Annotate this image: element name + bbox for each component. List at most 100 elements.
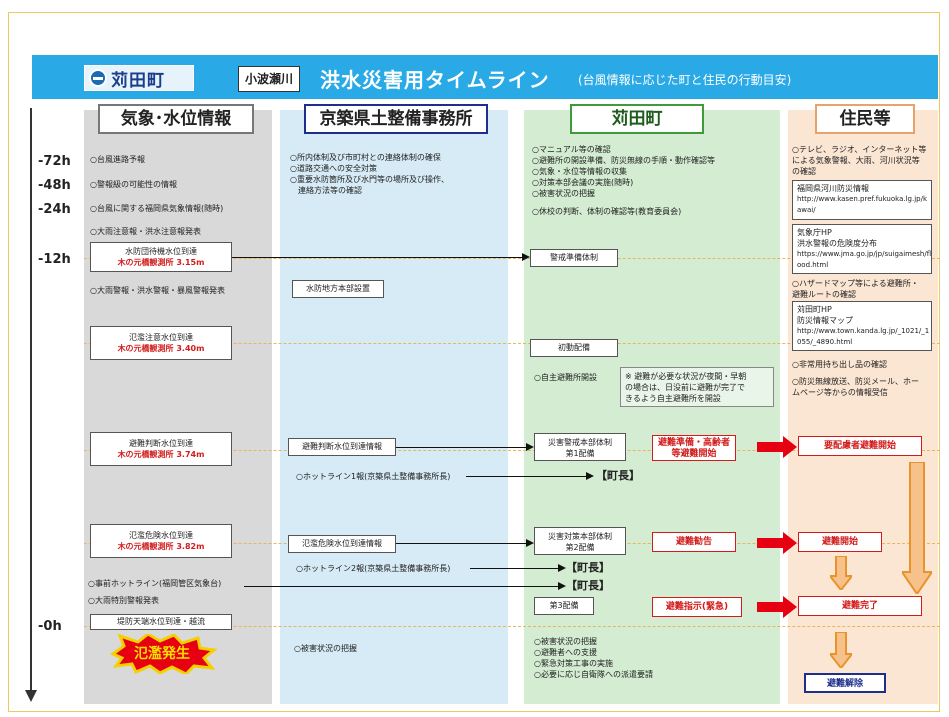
link-url[interactable]: 055/_4890.html — [797, 338, 853, 346]
evacuation-advisory-box: 避難勧告 — [652, 532, 736, 552]
vulnerable-evacuation-box: 要配慮者避難開始 — [798, 436, 922, 456]
column-header-town: 苅田町 — [570, 104, 704, 134]
town-item: ○避難所の開設準備、防災無線の手順・動作確認等 — [532, 156, 715, 165]
hotline-item: ○ホットライン2報(京築県土整備事務所長) — [296, 564, 451, 573]
note-line: きるよう自主避難所を開設 — [625, 394, 721, 403]
danger-level-info-box: 氾濫危険水位到達情報 — [288, 535, 396, 553]
link-title: 福岡県河川防災情報 — [797, 184, 869, 193]
logo-text: 苅田町 — [111, 70, 165, 91]
column-prefecture — [280, 110, 508, 704]
town-item: ○被害状況の把握 — [534, 637, 597, 646]
level-label: 氾濫危険水位到達 — [129, 531, 193, 540]
column-header-prefecture: 京築県土整備事務所 — [304, 104, 488, 134]
mayor-label: 【町長】 — [596, 469, 640, 482]
column-header-weather: 気象･水位情報 — [98, 104, 254, 134]
town-item: ○必要に応じ自衛隊への派遣要請 — [534, 670, 653, 679]
level-box-evacuation-judgment: 避難判断水位到達 木の元橋観測所 3.74m — [90, 432, 232, 466]
prefecture-river-link-box: 福岡県河川防災情報 http://www.kasen.pref.fukuoka.… — [792, 180, 932, 220]
resident-item: の確認 — [792, 167, 816, 176]
town-item: ○緊急対策工事の実施 — [534, 659, 613, 668]
connector-line — [396, 447, 526, 448]
connector-line — [470, 568, 560, 569]
time-label: -12h — [38, 252, 71, 267]
evacuation-order-box: 避難指示(緊急) — [652, 597, 742, 617]
resident-item: による気象警報、大雨、河川状況等 — [792, 156, 920, 165]
level-value: 木の元橋観測所 3.40m — [117, 344, 205, 353]
connector-line — [244, 586, 560, 587]
arrow-right-icon — [526, 539, 534, 547]
time-label: -72h — [38, 154, 71, 169]
link-url[interactable]: https://www.jma.go.jp/jp/suigaimesh/fl — [797, 250, 932, 258]
evacuation-complete-box: 避難完了 — [798, 596, 922, 616]
connector-line — [232, 257, 522, 258]
prefecture-item: ○被害状況の把握 — [294, 644, 357, 653]
arrow-right-icon — [586, 472, 594, 480]
box-line: 災害警戒本部体制 — [548, 438, 612, 447]
resident-item: ○防災無線放送、防災メール、ホー — [792, 377, 919, 386]
initial-deploy-box: 初動配備 — [530, 339, 618, 357]
link-url[interactable]: http://www.kasen.pref.fukuoka.lg.jp/k — [797, 195, 928, 203]
weather-item: ○大雨注意報・洪水注意報発表 — [90, 227, 201, 236]
link-title: 気象庁HP — [797, 228, 832, 237]
box-line: 第2配備 — [565, 543, 595, 552]
town-item: ○対策本部会議の実施(随時) — [532, 178, 634, 187]
hotline-item: ○ホットライン1報(京築県土整備事務所長) — [296, 472, 451, 481]
town-item: ○被害状況の把握 — [532, 189, 595, 198]
link-url[interactable]: http://www.town.kanda.lg.jp/_1021/_1 — [797, 327, 930, 335]
town-item: ○マニュアル等の確認 — [532, 145, 611, 154]
row-divider — [84, 450, 940, 451]
arrow-right-icon — [558, 564, 566, 572]
outer-frame — [8, 12, 940, 712]
page-title: 洪水災害用タイムライン — [320, 68, 550, 92]
flood-HQ-box: 水防地方本部設置 — [292, 280, 384, 298]
red-arrow-icon — [757, 436, 797, 458]
timeline-arrow-icon — [25, 690, 37, 702]
jma-link-box: 気象庁HP 洪水警報の危険度分布 https://www.jma.go.jp/j… — [792, 224, 932, 274]
row-divider — [84, 343, 940, 344]
timeline-axis — [30, 108, 32, 698]
resident-item: 避難ルートの確認 — [792, 290, 856, 299]
box-line: 第1配備 — [565, 449, 595, 458]
evacuation-cancel-box: 避難解除 — [804, 673, 886, 693]
level-box-caution: 氾濫注意水位到達 木の元橋観測所 3.40m — [90, 326, 232, 360]
evacuation-level-info-box: 避難判断水位到達情報 — [288, 438, 396, 456]
weather-item: ○台風に関する福岡県気象情報(随時) — [90, 204, 224, 213]
page-subtitle: (台風情報に応じた町と住民の行動目安) — [578, 73, 792, 87]
orange-down-arrow-icon — [830, 632, 852, 668]
box-line: 災害対策本部体制 — [548, 532, 612, 541]
orange-down-arrow-icon — [830, 556, 852, 590]
flood-burst-label: 氾濫発生 — [134, 646, 190, 662]
weather-item: ○台風進路予報 — [90, 155, 145, 164]
note-line: の場合は、日没前に避難が完了で — [625, 383, 745, 392]
level-label: 水防団待機水位到達 — [125, 247, 197, 256]
box-line: 等避難開始 — [671, 449, 717, 459]
prefecture-item: ○所内体制及び市町村との連絡体制の確保 — [290, 153, 441, 162]
prefecture-item: ○道路交通への安全対策 — [290, 164, 377, 173]
weather-item: ○警報級の可能性の情報 — [90, 180, 177, 189]
column-header-residents: 住民等 — [815, 104, 915, 134]
time-label: -24h — [38, 202, 71, 217]
note-line: ※ 避難が必要な状況が夜間・早朝 — [625, 372, 747, 381]
evacuation-start-box: 避難開始 — [798, 532, 882, 552]
town-item: ○気象・水位等情報の収集 — [532, 167, 627, 176]
resident-item: ○テレビ、ラジオ、インターネット等 — [792, 145, 927, 154]
box-line: 避難準備・高齢者 — [657, 438, 730, 448]
link-desc: 防災情報マップ — [797, 316, 853, 325]
link-url[interactable]: awai/ — [797, 206, 816, 214]
note-box: ※ 避難が必要な状況が夜間・早朝 の場合は、日没前に避難が完了で きるよう自主避… — [620, 367, 774, 407]
level-value: 木の元橋観測所 3.74m — [117, 450, 205, 459]
link-url[interactable]: ood.html — [797, 261, 829, 269]
time-label: -0h — [38, 619, 62, 634]
time-label: -48h — [38, 178, 71, 193]
connector-line — [396, 543, 526, 544]
alert-prep-box: 警戒準備体制 — [530, 249, 618, 267]
third-deploy-box: 第3配備 — [534, 597, 594, 615]
level-box-overflow: 堤防天端水位到達・越流 — [90, 614, 232, 630]
town-item: ○避難者への支援 — [534, 648, 597, 657]
resident-item: ムページ等からの情報受信 — [792, 388, 888, 397]
town-item: ○休校の判断、体制の確認等(教育委員会) — [532, 207, 682, 216]
orange-down-arrow-icon — [902, 462, 932, 594]
town-hp-link-box: 苅田町HP 防災情報マップ http://www.town.kanda.lg.j… — [792, 301, 932, 351]
prefecture-item: 連絡方法等の確認 — [290, 186, 362, 195]
weather-item: ○事前ホットライン(福岡管区気象台) — [88, 579, 222, 588]
